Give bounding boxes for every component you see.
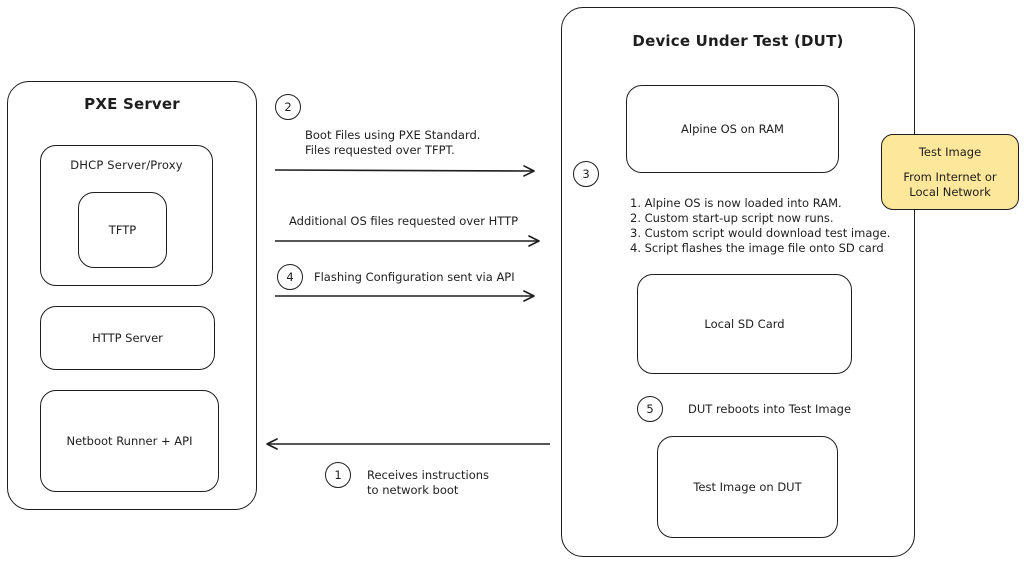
dhcp-server-label: DHCP Server/Proxy [70,158,183,172]
step-1-marker: 1 [325,462,351,488]
tftp-box: TFTP [78,192,167,268]
test-image-dut-box: Test Image on DUT [657,436,838,538]
http-request-text: Additional OS files requested over HTTP [289,214,519,228]
netboot-runner-box: Netboot Runner + API [40,390,219,492]
alpine-os-box: Alpine OS on RAM [626,85,839,173]
step-2-text: Boot Files using PXE Standard. Files req… [305,128,481,157]
arrow-boot-files [274,165,535,177]
step-3-marker: 3 [573,161,599,187]
step-5-marker: 5 [637,396,663,422]
test-image-source-title: Test Image [918,145,982,159]
dut-title: Device Under Test (DUT) [632,32,844,50]
http-server-box: HTTP Server [40,306,215,370]
dut-steps-note: 1. Alpine OS is now loaded into RAM. 2. … [630,196,891,255]
step-4-text: Flashing Configuration sent via API [314,270,515,284]
test-image-source-subtitle: From Internet or Local Network [903,170,997,199]
step-5-text: DUT reboots into Test Image [688,402,852,416]
pxe-server-title: PXE Server [84,95,180,113]
step-4-marker: 4 [277,264,303,290]
test-image-source-box [881,134,1019,210]
sd-card-box: Local SD Card [637,274,852,374]
step-1-text: Receives instructions to network boot [367,468,490,497]
step-2-marker: 2 [275,94,301,120]
